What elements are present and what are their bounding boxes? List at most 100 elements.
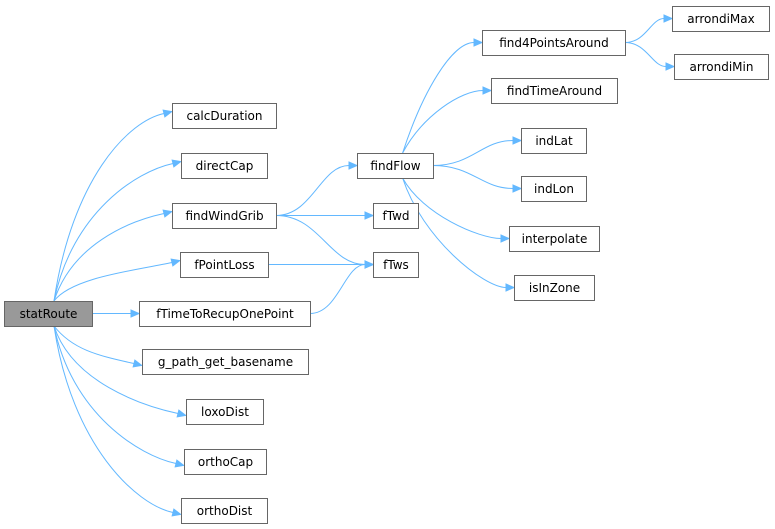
arrowhead	[170, 258, 181, 267]
node-label: indLon	[534, 182, 574, 196]
arrowhead	[176, 409, 187, 418]
node-label: arrondiMax	[687, 12, 754, 26]
edge-line	[309, 264, 366, 314]
node-label: calcDuration	[186, 109, 262, 123]
edge-stat-route-to-f-point-loss	[53, 258, 181, 302]
node-box	[521, 128, 587, 154]
node-direct-cap[interactable]: directCap	[181, 153, 268, 179]
node-find-flow[interactable]: findFlow	[357, 153, 434, 179]
edge-stat-route-to-f-time-to-recup-one-point	[92, 309, 141, 318]
node-label: findWindGrib	[185, 209, 263, 223]
node-box	[373, 203, 419, 229]
node-label: fPointLoss	[194, 258, 254, 272]
node-f-tws[interactable]: fTws	[373, 252, 419, 278]
node-label: directCap	[196, 159, 254, 173]
node-find-time-around[interactable]: findTimeAround	[491, 78, 618, 104]
node-label: find4PointsAround	[499, 36, 609, 50]
node-box	[674, 54, 769, 80]
node-label: findFlow	[370, 159, 420, 173]
arrowhead	[500, 234, 511, 243]
edge-line	[432, 140, 514, 166]
node-box	[172, 103, 277, 129]
node-box	[482, 30, 626, 56]
arrowhead	[348, 161, 359, 170]
node-g-path-get-basename[interactable]: g_path_get_basename	[142, 349, 309, 375]
arrowhead	[473, 38, 484, 47]
node-layer: statRoute calcDuration directCap findWindGr…	[4, 6, 770, 524]
edge-line	[402, 42, 475, 154]
arrowhead	[364, 211, 375, 220]
edge-stat-route-to-calc-duration	[53, 109, 173, 302]
node-is-in-zone[interactable]: isInZone	[514, 275, 595, 301]
node-box	[4, 301, 93, 327]
node-calc-duration[interactable]: calcDuration	[172, 103, 277, 129]
edge-line	[432, 165, 514, 189]
node-stat-route[interactable]: statRoute	[4, 301, 93, 327]
node-label: arrondiMin	[690, 60, 754, 74]
edge-line	[624, 18, 665, 43]
edge-line	[53, 213, 165, 302]
node-f-point-loss[interactable]: fPointLoss	[180, 252, 269, 278]
node-label: loxoDist	[201, 405, 249, 419]
edge-line	[53, 325, 177, 464]
edge-find-flow-to-find4-points-around	[402, 38, 484, 154]
node-box	[181, 153, 268, 179]
node-arrondi-min[interactable]: arrondiMin	[674, 54, 769, 80]
node-f-twd[interactable]: fTwd	[373, 203, 419, 229]
node-loxo-dist[interactable]: loxoDist	[186, 399, 264, 425]
node-box	[172, 203, 277, 229]
arrowhead	[482, 86, 493, 95]
node-label: statRoute	[20, 307, 78, 321]
node-label: fTimeToRecupOnePoint	[156, 307, 294, 321]
edge-stat-route-to-find-wind-grib	[53, 209, 173, 302]
edge-find-flow-to-ind-lon	[432, 165, 523, 193]
edge-f-time-to-recup-one-point-to-f-tws	[309, 260, 375, 314]
node-ortho-dist[interactable]: orthoDist	[181, 498, 268, 524]
node-f-time-to-recup-one-point[interactable]: fTimeToRecupOnePoint	[139, 301, 311, 327]
node-label: orthoCap	[198, 455, 253, 469]
node-box	[357, 153, 434, 179]
edge-find-flow-to-interpolate	[402, 177, 511, 243]
node-ind-lon[interactable]: indLon	[521, 176, 587, 202]
edge-line	[53, 163, 174, 302]
edge-line	[402, 177, 507, 288]
node-interpolate[interactable]: interpolate	[509, 226, 600, 252]
edge-stat-route-to-direct-cap	[53, 159, 182, 302]
node-ind-lat[interactable]: indLat	[521, 128, 587, 154]
node-label: indLat	[535, 134, 573, 148]
edge-stat-route-to-loxo-dist	[53, 325, 187, 418]
edge-line	[53, 325, 179, 414]
arrowhead	[512, 136, 523, 145]
edge-line	[53, 262, 173, 302]
edge-line	[624, 42, 667, 67]
edge-layer	[53, 14, 676, 517]
arrowhead	[162, 209, 173, 218]
arrowhead	[162, 109, 173, 118]
arrowhead	[130, 309, 141, 318]
arrowhead	[171, 159, 182, 168]
edge-find-flow-to-find-time-around	[402, 86, 493, 154]
edge-stat-route-to-ortho-cap	[53, 325, 185, 468]
node-arrondi-max[interactable]: arrondiMax	[672, 6, 770, 32]
arrowhead	[132, 359, 143, 368]
node-box	[142, 349, 309, 375]
node-label: g_path_get_basename	[158, 355, 293, 369]
arrowhead	[174, 459, 185, 468]
edge-stat-route-to-ortho-dist	[53, 325, 182, 517]
arrowhead	[171, 508, 182, 517]
node-find4-points-around[interactable]: find4PointsAround	[482, 30, 626, 56]
edge-line	[53, 113, 165, 302]
node-label: fTws	[383, 258, 409, 272]
node-box	[373, 252, 419, 278]
node-find-wind-grib[interactable]: findWindGrib	[172, 203, 277, 229]
edge-find-flow-to-ind-lat	[432, 136, 523, 166]
node-box	[491, 78, 618, 104]
node-box	[139, 301, 311, 327]
node-box	[514, 275, 595, 301]
node-box	[184, 449, 267, 475]
edge-find-wind-grib-to-find-flow	[275, 161, 359, 216]
edge-find4-points-around-to-arrondi-min	[624, 42, 676, 71]
node-ortho-cap[interactable]: orthoCap	[184, 449, 267, 475]
edge-line	[53, 325, 135, 364]
